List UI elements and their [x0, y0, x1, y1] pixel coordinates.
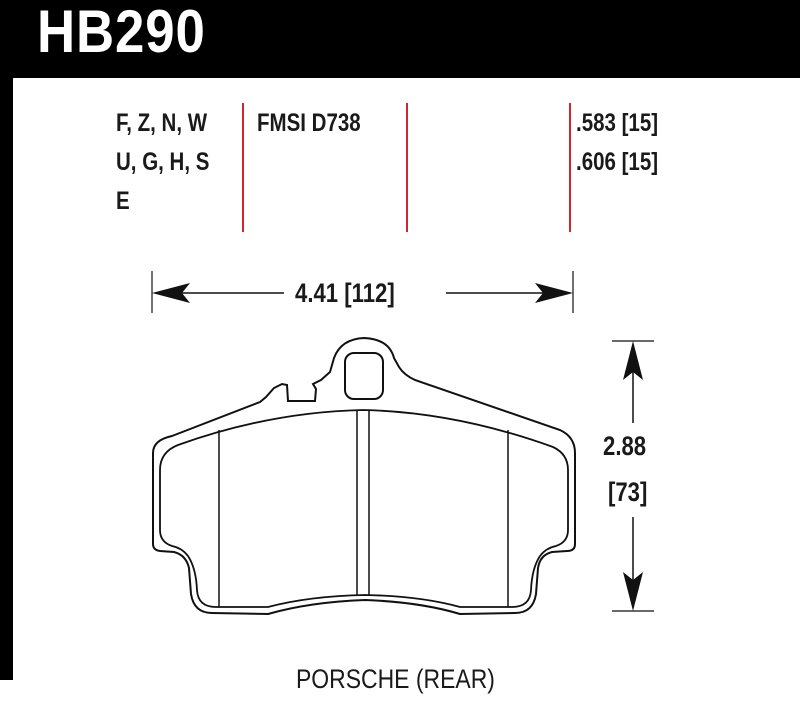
- height-dimension-arrow: [612, 340, 654, 612]
- header-bar: [0, 0, 800, 78]
- thickness-1: .583 [15]: [576, 109, 659, 137]
- compound-codes-line-2: U, G, H, S: [116, 148, 210, 176]
- compound-codes-line-3: E: [116, 187, 130, 215]
- width-dimension-label: 4.41 [112]: [295, 278, 395, 308]
- backing-plate-outline: [152, 336, 576, 616]
- width-dimension-arrow: [151, 271, 574, 313]
- red-divider-1: [242, 103, 244, 232]
- thickness-2: .606 [15]: [576, 148, 659, 176]
- height-dimension-inches: 2.88: [603, 431, 647, 461]
- red-divider-2: [406, 103, 408, 232]
- fmsi-number: FMSI D738: [257, 109, 361, 137]
- friction-material-outline: [159, 409, 569, 608]
- application-caption: PORSCHE (REAR): [296, 664, 495, 694]
- part-number-title: HB290: [37, 0, 206, 65]
- left-accent-bar: [0, 0, 13, 680]
- compound-codes-line-1: F, Z, N, W: [116, 109, 208, 137]
- height-dimension-mm: [73]: [608, 477, 648, 507]
- red-divider-3: [569, 103, 571, 232]
- mounting-ear-hole: [344, 352, 384, 400]
